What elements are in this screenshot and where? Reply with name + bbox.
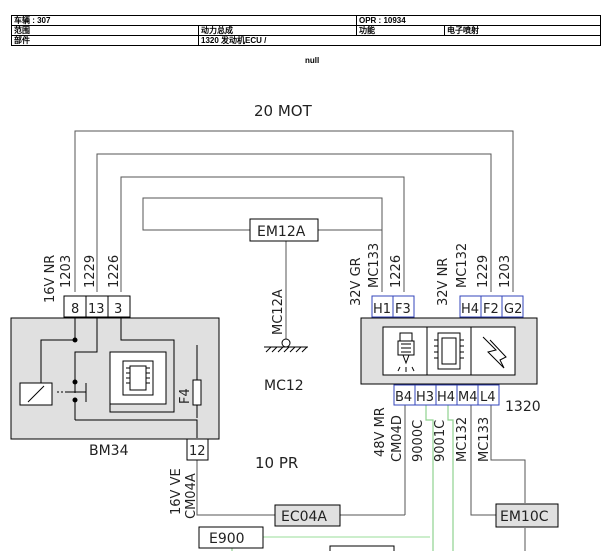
- ground-symbol: [264, 346, 308, 353]
- em10c-box: [495, 503, 559, 528]
- wires: [74, 130, 526, 551]
- partial-connector-box: [329, 545, 395, 551]
- mc12a-label: MC12A: [271, 289, 286, 335]
- ecu-wire-label: 1229: [476, 255, 491, 288]
- ecu-pin-top: H1: [373, 302, 391, 317]
- ecu-top-pins: [371, 295, 524, 318]
- bm34-wire-label: 16V NR: [43, 255, 58, 303]
- ecu-wire-label: MC133: [367, 243, 382, 288]
- ecu-pin-bottom: L4: [480, 390, 496, 405]
- bm34-pin-block: [63, 295, 131, 318]
- injector-icon: [382, 326, 428, 376]
- ecu-wire-bottom: 48V MR: [373, 407, 388, 457]
- ecu-wire-label: MC132: [455, 243, 470, 288]
- wire-mc132: [470, 405, 496, 516]
- ecu-pin-top: H4: [461, 302, 479, 317]
- bm34-name: BM34: [89, 443, 129, 459]
- wire-1229: [96, 153, 492, 292]
- em12a-label: EM12A: [257, 224, 306, 240]
- bm34-pin: 3: [114, 302, 122, 317]
- ecu-wire-label: 1226: [389, 255, 404, 288]
- bm34-wire-label: 1203: [59, 255, 74, 288]
- ecu-wire-label: 32V NR: [436, 258, 451, 306]
- ecu-pin-top: F2: [483, 302, 499, 317]
- ecu-pin-bottom: B4: [395, 390, 412, 405]
- wire-em12a: [142, 197, 383, 292]
- header-table: 车辆 : 307 OPR : 10934 范围 动力总成 功能 电子喷射 部件 …: [11, 15, 602, 46]
- ecu-wire-label: 1203: [498, 255, 513, 288]
- ecu-pin-top: G2: [504, 302, 522, 317]
- mot-label: 20 MOT: [254, 102, 313, 120]
- ec04a-label: EC04A: [281, 509, 327, 525]
- wire-1203: [74, 130, 514, 292]
- header-row-part: 部件 1320 发动机ECU /: [11, 35, 602, 46]
- bm34-pin-bottom-box: [186, 438, 209, 461]
- bm34-wire-label: 1226: [107, 255, 122, 288]
- ecu-wire-bottom: 9001C: [433, 420, 448, 462]
- em10c-label: EM10C: [500, 509, 549, 525]
- pr-label: 10 PR: [255, 454, 298, 472]
- e900-label: E900: [209, 531, 245, 547]
- bm34-pin-bottom: 12: [189, 444, 206, 459]
- em12a-box: [249, 218, 319, 242]
- ecu-pin-top: F3: [395, 302, 411, 317]
- ecu-wire-bottom: 9000C: [411, 420, 426, 462]
- ec04a-box: [274, 504, 341, 527]
- wire-9001c: [447, 405, 454, 551]
- ecu-wire-bottom: MC132: [455, 417, 470, 462]
- ecu-wire-label: 32V GR: [349, 257, 364, 306]
- null-label: null: [305, 56, 320, 65]
- bm34-wire-bottom: CM04A: [184, 473, 199, 519]
- part-value: 1320 发动机ECU /: [197, 35, 602, 46]
- header-row-scope: 范围 动力总成 功能 电子喷射: [11, 25, 602, 36]
- wire-cm04a: [196, 460, 275, 516]
- ecu-name: 1320: [505, 399, 541, 415]
- e900-box: [198, 526, 264, 549]
- ecu-wire-bottom: MC133: [477, 417, 492, 462]
- chip-icon: [426, 326, 472, 376]
- ecu-pin-bottom: H4: [437, 390, 455, 405]
- ecu-wire-bottom: CM04D: [390, 415, 405, 462]
- ecu-pin-bottom: M4: [458, 390, 478, 405]
- bm34-internals: [19, 318, 202, 438]
- wire-mc133: [490, 405, 526, 503]
- bm34-wire-label: 1229: [83, 255, 98, 288]
- mc12-label: MC12: [264, 378, 304, 394]
- bm34-pin: 8: [71, 302, 79, 317]
- bm34-pin: 13: [88, 302, 105, 317]
- bm34-wire-bottom: 16V VE: [169, 468, 184, 515]
- ecu-bottom-pins: [393, 384, 500, 406]
- ecu-pin-bottom: H3: [416, 390, 434, 405]
- wire-9000c: [425, 405, 434, 551]
- wire-1226: [120, 176, 405, 292]
- bm34-fuse-label: F4: [178, 388, 193, 404]
